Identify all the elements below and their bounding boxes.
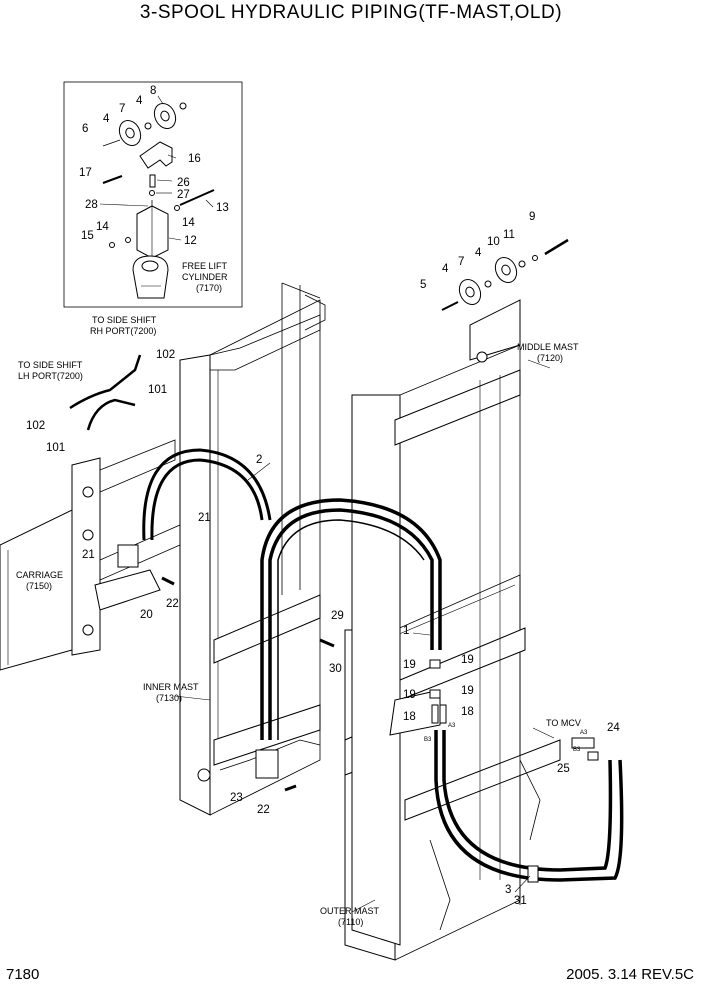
label-port-b3: B3	[573, 747, 581, 753]
callout-25: 25	[557, 763, 570, 775]
callout-24: 24	[607, 722, 620, 734]
callout-18: 18	[461, 706, 474, 718]
label-carriage-line2: (7150)	[26, 581, 52, 591]
callout-22: 22	[166, 598, 179, 610]
callout-5: 5	[420, 279, 426, 291]
callout-4: 4	[442, 263, 449, 275]
callout-19: 19	[403, 689, 416, 701]
callout-20: 20	[140, 609, 153, 621]
callout-13: 13	[216, 202, 229, 214]
label-to-side-shift-rh-line1: TO SIDE SHIFT	[92, 315, 157, 325]
callout-18: 18	[403, 711, 416, 723]
callout-22: 22	[257, 804, 270, 816]
callout-10: 10	[487, 236, 500, 248]
callout-19: 19	[461, 654, 474, 666]
leader-lines	[99, 95, 555, 913]
callout-15: 15	[81, 230, 94, 242]
callout-23: 23	[230, 792, 243, 804]
label-outer-mast-line2: (7110)	[338, 917, 363, 927]
revision-date: 2005. 3.14 REV.5C	[566, 966, 694, 983]
callout-101: 101	[46, 442, 65, 454]
callout-1: 1	[403, 625, 409, 637]
callout-4: 4	[136, 95, 143, 107]
label-middle-mast-line2: (7120)	[537, 353, 563, 363]
callout-14: 14	[96, 221, 109, 233]
label-to-side-shift-rh-line2: RH PORT(7200)	[90, 326, 156, 336]
callout-19: 19	[461, 685, 474, 697]
label-carriage-line1: CARRIAGE	[16, 570, 63, 580]
callout-11: 11	[503, 229, 515, 241]
callout-16: 16	[188, 153, 201, 165]
callout-27: 27	[177, 189, 190, 201]
callout-3: 3	[505, 884, 511, 896]
callout-8: 8	[150, 85, 156, 97]
label-port-a3: A3	[580, 730, 588, 736]
callout-4: 4	[103, 113, 110, 125]
callout-14: 14	[182, 217, 195, 229]
fittings	[117, 544, 599, 883]
part-number-callouts: 8 4 7 4 6 16 17 26 27 28 13 14 14 15 12 …	[26, 85, 620, 907]
label-port-b3-mast: B3	[424, 737, 432, 743]
label-to-mcv: TO MCV	[546, 718, 581, 728]
callout-28: 28	[85, 199, 98, 211]
callout-102: 102	[156, 349, 175, 361]
callout-17: 17	[79, 167, 92, 179]
label-port-a3-mast: A3	[448, 723, 456, 729]
hoses	[69, 354, 624, 882]
callout-31: 31	[514, 895, 527, 907]
callout-26: 26	[177, 177, 190, 189]
callout-21: 21	[198, 512, 211, 524]
label-middle-mast-line1: MIDDLE MAST	[517, 342, 579, 352]
callout-4: 4	[475, 247, 482, 259]
carriage	[0, 439, 181, 671]
page-title: 3-SPOOL HYDRAULIC PIPING(TF-MAST,OLD)	[139, 2, 563, 23]
callout-19: 19	[403, 659, 416, 671]
label-free-lift-cylinder-line2: CYLINDER	[182, 272, 228, 282]
callout-21: 21	[82, 549, 95, 561]
label-outer-mast-line1: OUTER MAST	[320, 906, 380, 916]
label-to-side-shift-lh-line2: LH PORT(7200)	[18, 371, 83, 381]
callout-101: 101	[148, 384, 167, 396]
middle-mast	[351, 299, 526, 946]
callout-9: 9	[529, 211, 535, 223]
callout-7: 7	[458, 256, 464, 268]
inner-mast	[179, 282, 326, 816]
callout-2: 2	[256, 454, 262, 466]
middle-mast-pulley	[441, 238, 569, 311]
label-inner-mast-line1: INNER MAST	[143, 682, 199, 692]
callout-12: 12	[184, 235, 197, 247]
label-to-side-shift-lh-line1: TO SIDE SHIFT	[18, 360, 83, 370]
component-labels: FREE LIFT CYLINDER (7170) TO SIDE SHIFT …	[16, 261, 588, 927]
detail-inset	[63, 81, 243, 308]
label-free-lift-cylinder-line3: (7170)	[196, 283, 222, 293]
label-inner-mast-line2: (7130)	[156, 693, 182, 703]
callout-7: 7	[119, 103, 125, 115]
callout-29: 29	[331, 610, 344, 622]
label-free-lift-cylinder-line1: FREE LIFT	[182, 261, 228, 271]
callout-30: 30	[329, 663, 342, 675]
callout-102: 102	[26, 420, 45, 432]
page-code: 7180	[6, 966, 40, 983]
callout-6: 6	[82, 123, 88, 135]
